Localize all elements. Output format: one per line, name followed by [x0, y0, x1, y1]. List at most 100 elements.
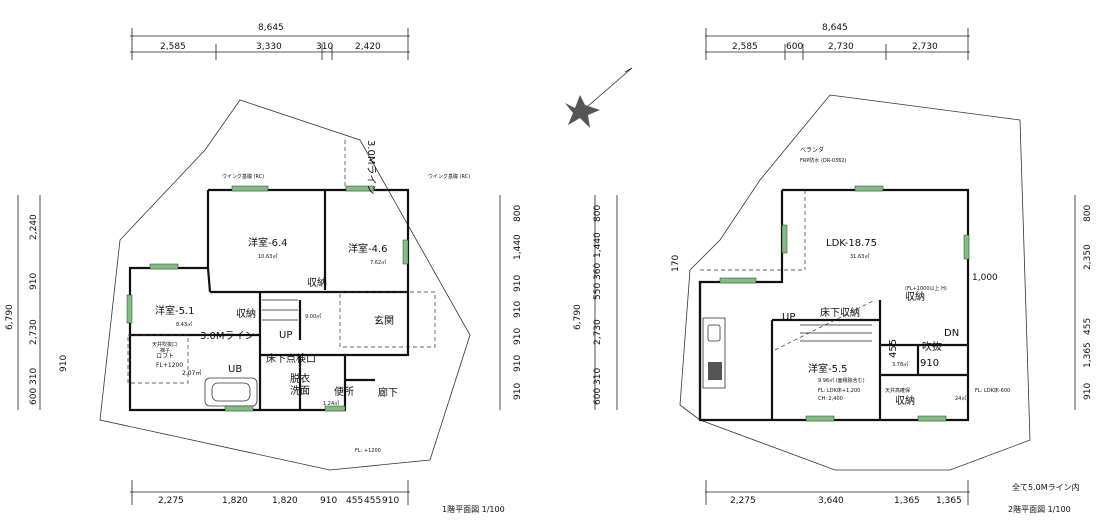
p2-ldk-fl: FL: LDK床-600: [975, 387, 1010, 394]
p1-room-youshitsu46-area: 7.62㎡: [370, 259, 386, 266]
p2-dim910: 910: [920, 358, 939, 369]
p1-hall-area: 9.00㎡: [305, 313, 321, 320]
p1-room-youshitsu51-area: 8.43㎡: [176, 321, 192, 328]
p1-bottom-dim-5: 455: [346, 496, 363, 506]
p2-top-total: 8,645: [822, 23, 848, 33]
p1-left-dim-4: 310: [29, 368, 39, 385]
p2-room-youshitsu55-area: 9.96㎡ (面積除含む): [818, 377, 865, 384]
p1-bottom-dim-1: 2,275: [158, 496, 184, 506]
p1-caption: 1階平面図 1/100: [442, 504, 505, 514]
p1-top-dim-4: 2,420: [355, 42, 381, 52]
p2-site-boundary: [679, 94, 1031, 471]
p2-area378: 3.78㎡: [892, 361, 908, 368]
p1-room-rouka: 廊下: [378, 386, 398, 399]
p2-left-dim-1: 800: [593, 205, 603, 222]
p1-room-youshitsu64-area: 10.63㎡: [258, 253, 277, 260]
p1-left-total: 6,790: [5, 304, 15, 330]
p1-room-shuno2: 収納: [307, 276, 327, 289]
p2-bottom-dim-1: 2,275: [730, 496, 756, 506]
p2-right-dim-1: 800: [1083, 205, 1093, 222]
p2-left-dim-7: 600: [593, 388, 603, 405]
p2-dim455: 455: [888, 339, 899, 358]
p1-right-dim-2: 1,440: [513, 234, 523, 260]
p1-loft: ロフト: [156, 353, 174, 360]
p1-room-youshitsu64: 洋室-6.4: [248, 236, 288, 249]
p1-right-dim-4: 910: [513, 301, 523, 318]
p2-left-dim-6: 310: [593, 368, 603, 385]
p1-fukinuke: 天井吹抜口: [152, 341, 177, 348]
p2-left-small: 170: [671, 255, 681, 272]
p2-veranda: ベランダ: [800, 146, 824, 154]
p1-right-dim-1: 800: [513, 205, 523, 222]
p1-left-dim-1: 2,240: [29, 214, 39, 240]
p2-top-dim-3: 2,730: [828, 42, 854, 52]
p2-area24: 24㎡: [955, 395, 966, 402]
p2-bottom-dim-2: 3,640: [818, 496, 844, 506]
p1-room-youshitsu51: 洋室-5.1: [155, 304, 195, 317]
p2-room-youshitsu55-fl: FL: LDK床+1,200: [818, 387, 860, 394]
p2-veranda-note: FRP防水 (DR-0362): [800, 157, 847, 164]
p1-bottom-dim-7: 910: [382, 496, 399, 506]
p2-room-youshitsu55: 洋室-5.5: [808, 362, 848, 375]
p2-note: 全て5.0Mライン内: [1012, 482, 1080, 492]
p1-wing-left: ウイング基礎 (RC): [222, 173, 264, 180]
p2-caption: 2階平面図 1/100: [1008, 504, 1071, 514]
p1-left-small: 910: [59, 355, 69, 372]
p2-right-dim-3: 455: [1083, 318, 1093, 335]
p1-bottom-dim-4: 910: [320, 496, 337, 506]
p1-right-dim-5: 910: [513, 328, 523, 345]
p2-left-dim-3: 360: [593, 263, 603, 280]
p2-torinoko: 吹抜: [922, 340, 942, 353]
p2-right-dim-5: 910: [1083, 383, 1093, 400]
p1-room-ub: UB: [228, 364, 242, 375]
p1-label-line30: 3.0Mライン: [200, 330, 255, 342]
p1-top-dim-2: 3,330: [256, 42, 282, 52]
p2-top-dim-4: 2,730: [912, 42, 938, 52]
p1-room-youshitsu46: 洋室-4.6: [348, 242, 388, 255]
p1-room-genkan: 玄関: [374, 314, 394, 327]
p1-fl-note: FL: +1200: [355, 448, 381, 454]
p2-right-dim-4: 1,365: [1083, 342, 1093, 368]
p2-left-dim-5: 2,730: [593, 319, 603, 345]
p1-bottom-dim-3: 1,820: [272, 496, 298, 506]
p1-label-up: UP: [279, 330, 292, 341]
p2-label-dn: DN: [944, 328, 959, 339]
p1-site-boundary: [99, 99, 471, 471]
p1-loft-area: 2.07㎡: [182, 369, 201, 377]
p1-top-dim-3: 310: [316, 42, 333, 52]
p1-left-dim-2: 910: [29, 273, 39, 290]
p2-left-dim-2: 1,440: [593, 232, 603, 258]
p2-tenjo: 天井高確保: [885, 387, 910, 394]
p1-room-datsui: 脱衣: [290, 372, 310, 385]
p2-top-dim-2: 600: [786, 42, 803, 52]
p1-room-shuno1: 収納: [236, 307, 256, 320]
p1-right-dim-3: 910: [513, 275, 523, 292]
p1-label-line30-vertical: 3.0Mライン: [365, 140, 377, 195]
p1-room-toilet-area: 1.24㎡: [323, 400, 339, 407]
p1-loft-fl: FL+1200: [156, 362, 183, 369]
p2-room-ldk: LDK-18.75: [826, 238, 877, 249]
p1-room-senmen: 洗面: [290, 385, 310, 397]
p1-room-yuka-tenken: 床下点検口: [266, 352, 316, 365]
p2-right-inner: 1,000: [972, 273, 998, 283]
p2-yuka-shuno: 床下収納: [820, 306, 860, 319]
p1-right-dim-6: 910: [513, 355, 523, 372]
p1-hashigo: 梯子: [160, 347, 170, 354]
p2-left-dim-4: 550: [593, 283, 603, 300]
p2-label-up: UP: [782, 312, 795, 323]
p1-room-toilet: 便所: [334, 385, 354, 398]
p2-bottom-dim-3: 1,365: [894, 496, 920, 506]
p2-shuno2: 収納: [895, 394, 915, 407]
p2-shuno1: 収納: [905, 290, 925, 303]
p2-top-dim-1: 2,585: [732, 42, 758, 52]
second-floor-plan: 8,645 2,585 600 2,730 2,730: [573, 23, 1093, 514]
p1-left-dim-5: 600: [29, 388, 39, 405]
p2-room-ldk-area: 31.63㎡: [850, 253, 869, 260]
p1-top-dim-1: 2,585: [160, 42, 186, 52]
p1-wing-right: ウイング基礎 (RC): [428, 173, 470, 180]
p1-right-dim-7: 910: [513, 383, 523, 400]
p2-bottom-dim-4: 1,365: [936, 496, 962, 506]
p1-left-dim-3: 2,730: [29, 319, 39, 345]
p1-bottom-dim-2: 1,820: [222, 496, 248, 506]
p2-shuno-fl: (FL+1000以上 H): [905, 285, 947, 292]
